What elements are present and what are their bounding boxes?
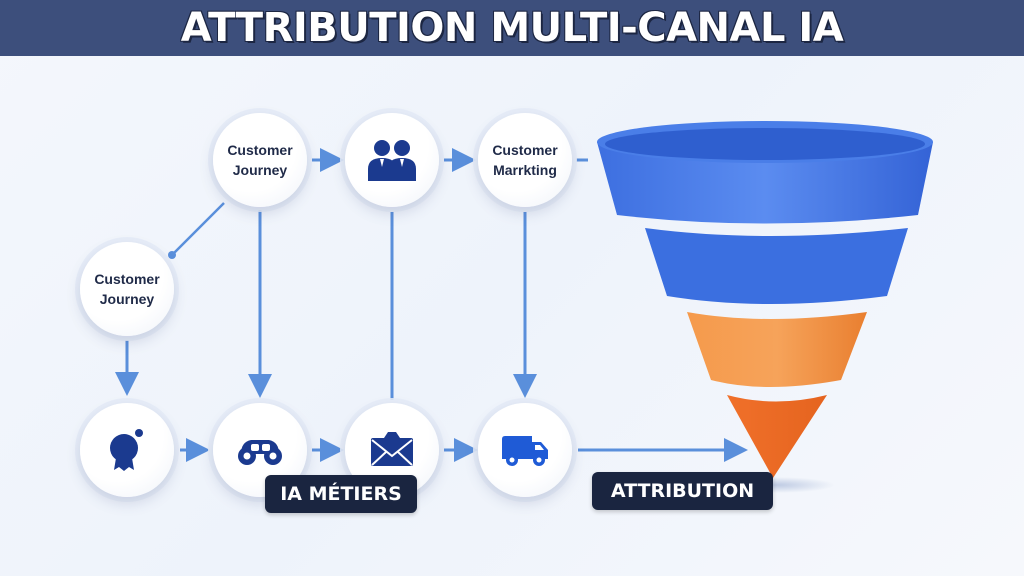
funnel-band-4 [727, 395, 827, 478]
users-icon [368, 140, 416, 181]
node-label: Customer Marrkting [492, 142, 558, 178]
node-van [478, 403, 572, 497]
page-title: ATTRIBUTION MULTI-CANAL IA [180, 5, 844, 51]
node-label: Customer Journey [94, 271, 160, 307]
tag-attribution: ATTRIBUTION [592, 472, 773, 510]
van-icon [502, 436, 548, 466]
tag-ia-metiers: IA MÉTIERS [265, 475, 417, 513]
attribution-funnel [597, 121, 933, 493]
node-person-award [80, 403, 174, 497]
envelope-icon [371, 432, 413, 466]
node-label: Customer Journey [227, 142, 293, 178]
node-users [345, 113, 439, 207]
title-banner: ATTRIBUTION MULTI-CANAL IA [0, 0, 1024, 56]
car-icon [238, 440, 282, 465]
funnel-band-1 [597, 142, 933, 224]
node-customer-marketing: Customer Marrkting [478, 113, 572, 207]
node-customer-journey-top: Customer Journey [213, 113, 307, 207]
node-customer-journey-left: Customer Journey [80, 242, 174, 336]
person-award-icon [110, 429, 143, 471]
funnel-band-2 [645, 228, 908, 304]
funnel-band-3 [687, 312, 867, 387]
